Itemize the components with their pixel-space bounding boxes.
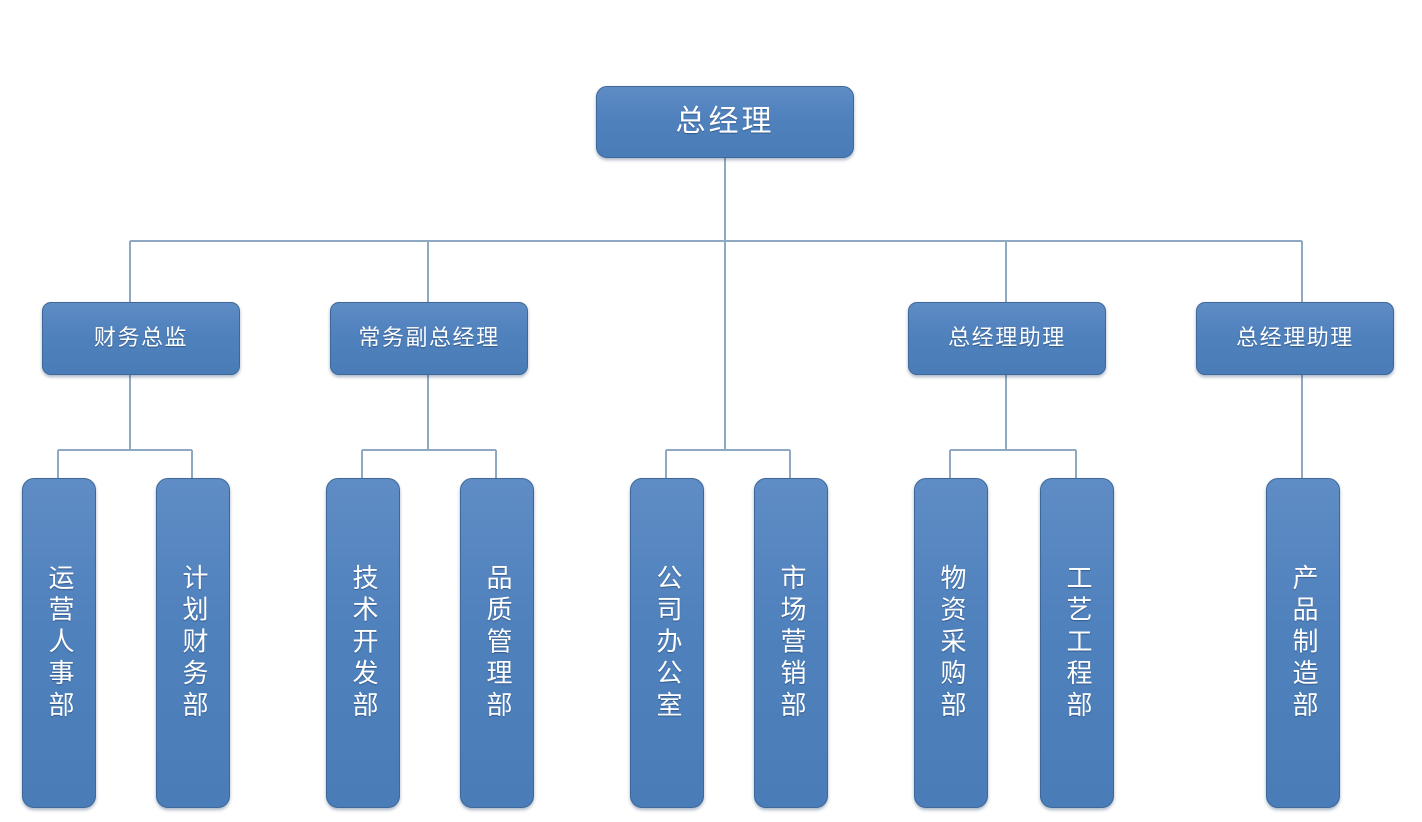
node-operations-hr-dept[interactable]: 运营人事部 <box>22 478 96 808</box>
node-label: 常务副总经理 <box>358 325 500 351</box>
node-product-manufacturing-dept[interactable]: 产品制造部 <box>1266 478 1340 808</box>
node-technology-development-dept[interactable]: 技术开发部 <box>326 478 400 808</box>
node-label: 公司办公室 <box>653 563 682 723</box>
node-planning-finance-dept[interactable]: 计划财务部 <box>156 478 230 808</box>
node-label: 产品制造部 <box>1289 563 1318 723</box>
node-marketing-dept[interactable]: 市场营销部 <box>754 478 828 808</box>
node-label: 财务总监 <box>93 325 189 351</box>
node-general-manager[interactable]: 总经理 <box>596 86 854 158</box>
node-process-engineering-dept[interactable]: 工艺工程部 <box>1040 478 1114 808</box>
node-label: 物资采购部 <box>937 563 966 723</box>
node-finance-director[interactable]: 财务总监 <box>42 302 240 375</box>
node-gm-assistant-1[interactable]: 总经理助理 <box>908 302 1106 375</box>
node-company-office[interactable]: 公司办公室 <box>630 478 704 808</box>
node-label: 市场营销部 <box>777 563 806 723</box>
node-label: 总经理助理 <box>1236 325 1354 351</box>
node-label: 品质管理部 <box>483 563 512 723</box>
node-executive-deputy-gm[interactable]: 常务副总经理 <box>330 302 528 375</box>
node-quality-management-dept[interactable]: 品质管理部 <box>460 478 534 808</box>
node-material-procurement-dept[interactable]: 物资采购部 <box>914 478 988 808</box>
node-label: 运营人事部 <box>45 563 74 723</box>
node-label: 总经理 <box>675 105 775 139</box>
node-label: 技术开发部 <box>349 563 378 723</box>
node-label: 计划财务部 <box>179 563 208 723</box>
node-label: 总经理助理 <box>948 325 1066 351</box>
node-label: 工艺工程部 <box>1063 563 1092 723</box>
node-gm-assistant-2[interactable]: 总经理助理 <box>1196 302 1394 375</box>
